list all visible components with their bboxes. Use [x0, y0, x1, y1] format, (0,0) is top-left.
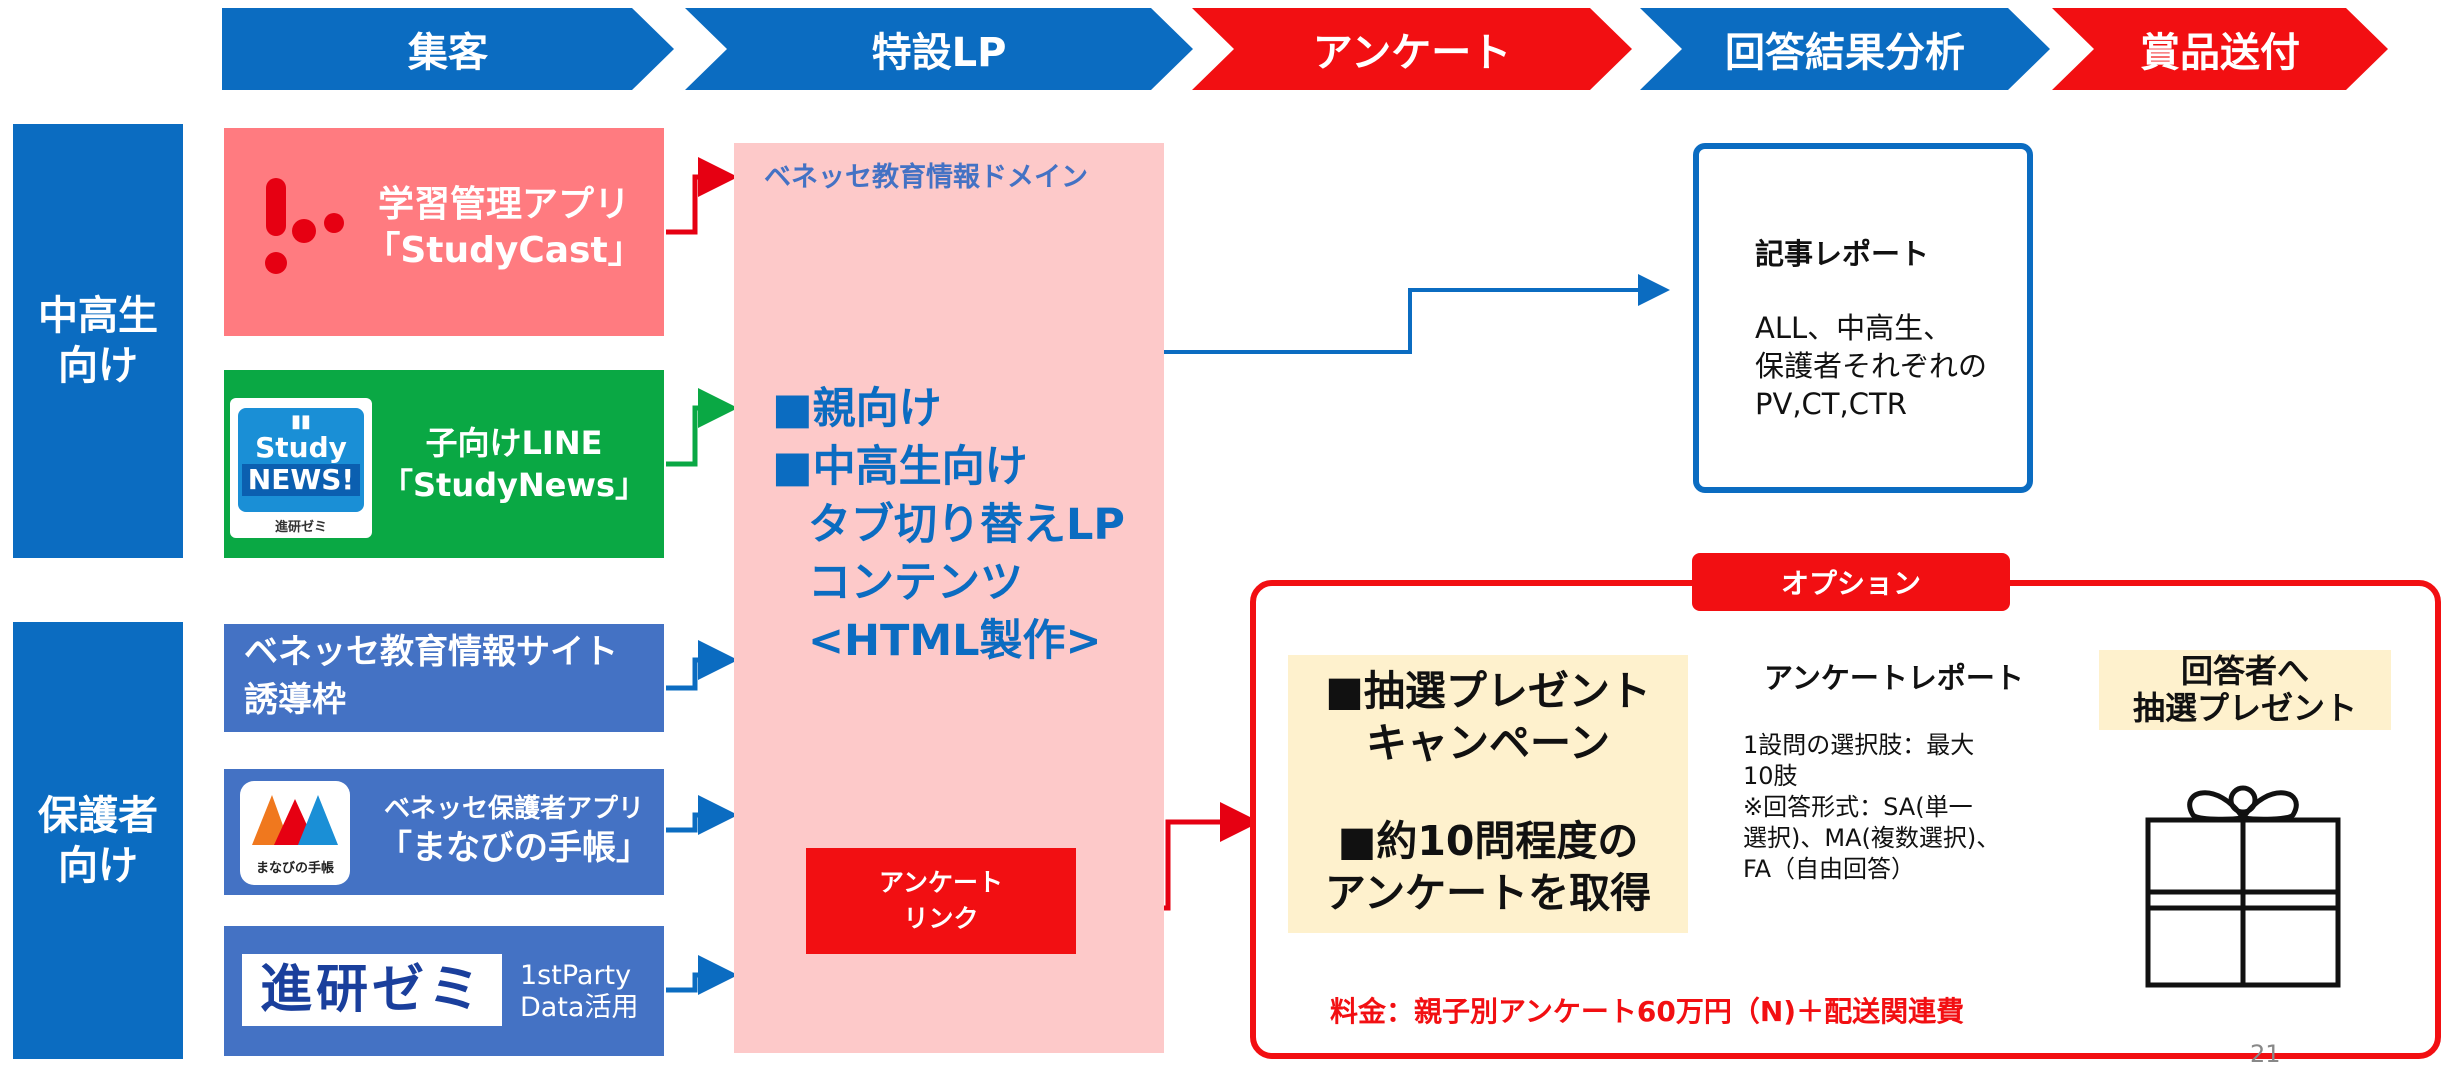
flow-step-landing-page: 特設LP	[685, 8, 1193, 90]
lp-domain-label: ベネッセ教育情報ドメイン	[764, 162, 1088, 193]
page-number: 21	[2250, 1040, 2281, 1068]
campaign-lottery: ■抽選プレゼント キャンペーン	[1325, 667, 1651, 767]
article-report-body: ALL、中高生、 保護者それぞれの PV,CT,CTR	[1755, 311, 1988, 421]
channel-shinken-zemi: 進研ゼミ 1stParty Data活用	[224, 926, 664, 1056]
manabi-m-icon	[252, 795, 338, 845]
connector-manabi	[666, 795, 738, 835]
lp-content-list: ■親向け ■中高生向け タブ切り替えLP コンテンツ <HTML製作>	[772, 384, 1125, 666]
option-tag: オプション	[1692, 553, 2010, 611]
channel-benesse-site: ベネッセ教育情報サイト 誘導枠	[224, 624, 664, 732]
manabi-logo: まなびの手帳	[240, 781, 350, 885]
studycast-logo-icon	[265, 178, 344, 274]
channel-studycast: 学習管理アプリ 「StudyCast」	[224, 128, 664, 336]
studynews-logo: ▮▮ Study NEWS! 進研ゼミ	[230, 398, 372, 538]
price-note: 料金：親子別アンケート60万円（N)＋配送関連費	[1330, 995, 1965, 1028]
audience-parents: 保護者 向け	[13, 622, 183, 1059]
flow-step-analysis: 回答結果分析	[1640, 8, 2050, 90]
connector-studynews	[666, 388, 738, 467]
shinken-zemi-logo: 進研ゼミ	[242, 954, 502, 1026]
survey-link-button[interactable]: アンケート リンク	[806, 848, 1076, 954]
audience-students: 中高生 向け	[13, 124, 183, 558]
connector-benesse-site	[666, 640, 738, 691]
survey-report-title: アンケートレポート	[1764, 661, 2024, 695]
connector-lp-to-report	[1154, 274, 1670, 354]
prize-panel: 回答者へ 抽選プレゼント	[2099, 650, 2391, 730]
book-icon: ▮▮	[291, 411, 311, 432]
campaign-panel: ■抽選プレゼント キャンペーン ■約10問程度の アンケートを取得	[1288, 655, 1688, 933]
connector-shinken	[666, 955, 738, 995]
flow-step-prize: 賞品送付	[2052, 8, 2388, 90]
flow-step-collection: 集客	[222, 8, 674, 90]
channel-manabi-techo: まなびの手帳 ベネッセ保護者アプリ 「まなびの手帳」	[224, 769, 664, 895]
connector-studycast	[666, 157, 738, 235]
article-report-box: 記事レポート ALL、中高生、 保護者それぞれの PV,CT,CTR	[1693, 143, 2033, 493]
survey-report-body: 1設問の選択肢：最大 10肢 ※回答形式：SA(単一 選択)、MA(複数選択)、…	[1743, 731, 2001, 883]
channel-studynews: ▮▮ Study NEWS! 進研ゼミ 子向けLINE 「StudyNews」	[224, 370, 664, 558]
article-report-title: 記事レポート	[1755, 237, 1930, 271]
gift-icon	[2145, 785, 2341, 988]
flow-step-survey: アンケート	[1192, 8, 1632, 90]
campaign-survey: ■約10問程度の アンケートを取得	[1324, 817, 1652, 917]
